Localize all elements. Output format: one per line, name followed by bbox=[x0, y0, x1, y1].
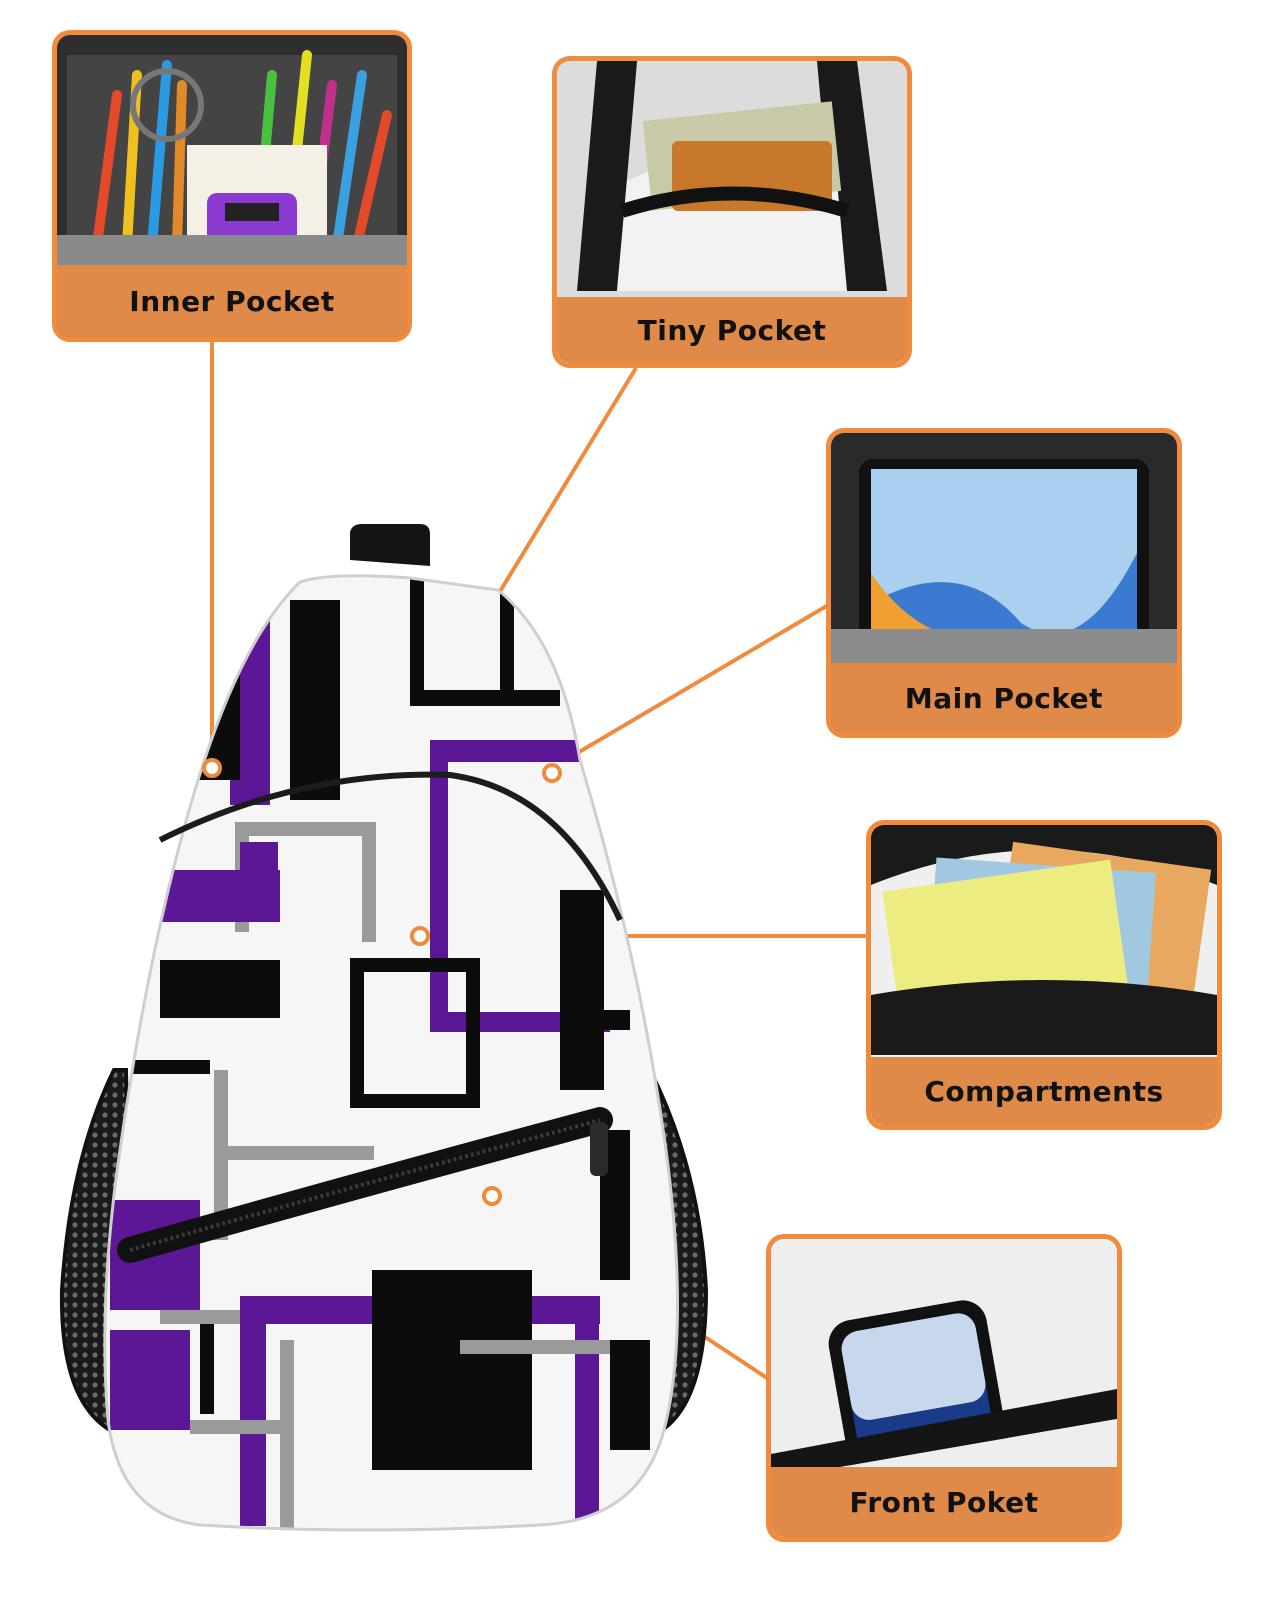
callout-tiny-pocket: Tiny Pocket bbox=[552, 56, 912, 368]
main-pocket-label: Main Pocket bbox=[904, 681, 1104, 715]
leader-tiny-pocket bbox=[494, 366, 638, 600]
inner-pocket-label: Inner Pocket bbox=[129, 284, 335, 318]
callout-front-poket: Front Poket bbox=[766, 1234, 1122, 1542]
zipper-pull bbox=[590, 1122, 608, 1176]
main-zipper bbox=[158, 771, 623, 922]
tiny-pocket-label: Tiny Pocket bbox=[637, 313, 827, 347]
callout-main-pocket: Main Pocket bbox=[826, 428, 1182, 738]
front-poket-label: Front Poket bbox=[849, 1485, 1039, 1519]
compartments-label: Compartments bbox=[924, 1074, 1164, 1108]
top-strap bbox=[350, 524, 430, 566]
callout-compartments: Compartments bbox=[866, 820, 1222, 1130]
callout-inner-pocket: Inner Pocket bbox=[52, 30, 412, 342]
leader-main-pocket bbox=[550, 602, 832, 770]
